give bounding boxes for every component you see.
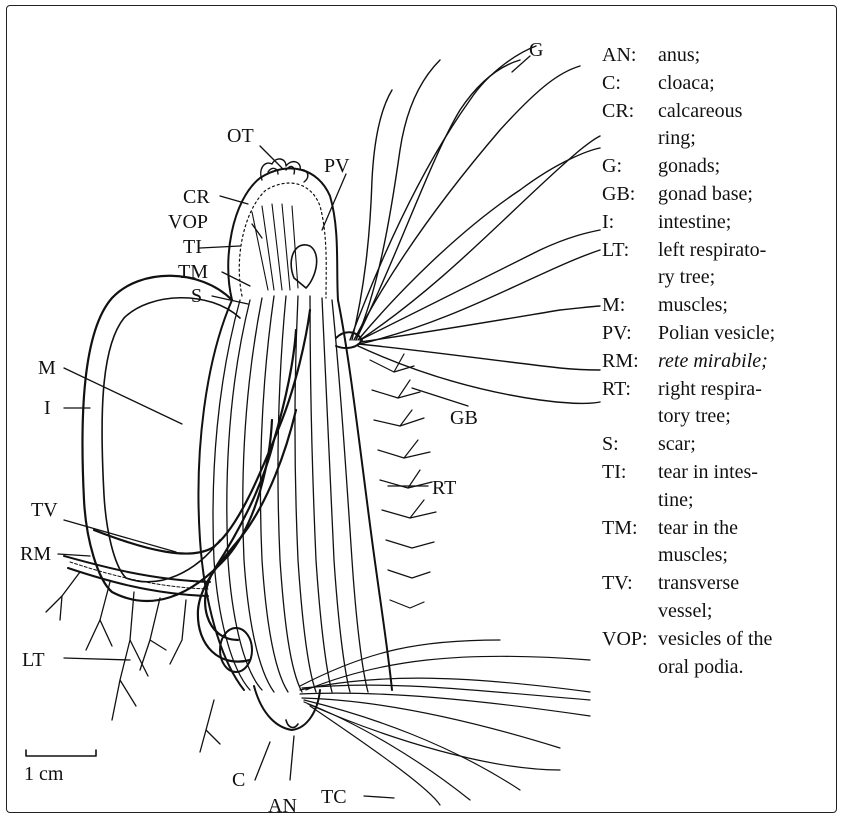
calcareous-ring-inner (239, 183, 326, 298)
label-pv: PV (324, 155, 350, 177)
legend-description: Polian vesicle; (658, 320, 776, 348)
legend-item: PV:Polian vesicle; (602, 320, 776, 348)
label-tv: TV (31, 499, 58, 521)
label-g: G (529, 39, 543, 61)
anus (286, 720, 298, 727)
scale-bar-label: 1 cm (24, 763, 64, 785)
legend-description: tear in intes-tine; (658, 459, 776, 515)
legend-abbreviation: CR: (602, 98, 658, 154)
legend-abbreviation: TI: (602, 459, 658, 515)
legend-abbreviation: AN: (602, 42, 658, 70)
legend-description: muscles; (658, 292, 776, 320)
legend-description: scar; (658, 431, 776, 459)
legend-abbreviation: TV: (602, 570, 658, 626)
legend-item: RM:rete mirabile; (602, 348, 776, 376)
legend-abbreviation: C: (602, 70, 658, 98)
legend-item: VOP:vesicles of the oral podia. (602, 626, 776, 682)
legend-item: TV:transverse vessel; (602, 570, 776, 626)
gonads (350, 46, 600, 403)
cloacal-tentacles (300, 640, 590, 805)
legend-description: rete mirabile; (658, 348, 776, 376)
label-c: C (232, 769, 245, 791)
legend-description: calcareous ring; (658, 98, 776, 154)
legend-abbreviation: G: (602, 153, 658, 181)
legend-description: transverse vessel; (658, 570, 776, 626)
rete-mirabile-edge (68, 568, 208, 596)
legend-description: anus; (658, 42, 776, 70)
legend-item: G:gonads; (602, 153, 776, 181)
label-m: M (38, 357, 56, 379)
label-cr: CR (183, 186, 210, 208)
legend-abbreviation: RT: (602, 376, 658, 432)
legend-item: LT:left respirato-ry tree; (602, 237, 776, 293)
legend-item: RT:right respira-tory tree; (602, 376, 776, 432)
legend-description: right respira-tory tree; (658, 376, 776, 432)
legend-abbreviation: VOP: (602, 626, 658, 682)
label-tc: TC (321, 786, 347, 808)
label-tm: TM (178, 261, 208, 283)
oral-tentacles (261, 159, 308, 182)
left-respiratory-tree (46, 572, 220, 752)
legend: AN:anus;C:cloaca;CR:calcareous ring;G:go… (602, 42, 776, 681)
label-i: I (44, 397, 51, 419)
legend-description: intestine; (658, 209, 776, 237)
label-s: S (191, 285, 202, 307)
legend-item: M:muscles; (602, 292, 776, 320)
legend-item: GB:gonad base; (602, 181, 776, 209)
legend-item: CR:calcareous ring; (602, 98, 776, 154)
label-vop: VOP (168, 211, 208, 233)
legend-item: TI:tear in intes-tine; (602, 459, 776, 515)
legend-description: gonads; (658, 153, 776, 181)
oral-podia-vesicles (252, 204, 298, 290)
legend-abbreviation: S: (602, 431, 658, 459)
legend-item: TM:tear in the muscles; (602, 515, 776, 571)
label-rm: RM (20, 543, 51, 565)
legend-item: C:cloaca; (602, 70, 776, 98)
label-lt: LT (22, 649, 45, 671)
legend-abbreviation: LT: (602, 237, 658, 293)
legend-description: vesicles of the oral podia. (658, 626, 776, 682)
legend-abbreviation: PV: (602, 320, 658, 348)
label-rt: RT (432, 477, 456, 499)
label-gb: GB (450, 407, 478, 429)
label-ti: TI (183, 236, 202, 258)
calcareous-ring (228, 168, 338, 300)
legend-description: gonad base; (658, 181, 776, 209)
intestine-inner (102, 298, 240, 582)
legend-abbreviation: TM: (602, 515, 658, 571)
legend-description: tear in the muscles; (658, 515, 776, 571)
legend-abbreviation: RM: (602, 348, 658, 376)
body-outline-right (338, 300, 392, 690)
legend-abbreviation: M: (602, 292, 658, 320)
muscle-bands (213, 296, 368, 692)
legend-abbreviation: GB: (602, 181, 658, 209)
legend-description: left respirato-ry tree; (658, 237, 776, 293)
legend-item: S:scar; (602, 431, 776, 459)
legend-abbreviation: I: (602, 209, 658, 237)
legend-item: I:intestine; (602, 209, 776, 237)
label-an: AN (268, 795, 297, 817)
legend-description: cloaca; (658, 70, 776, 98)
label-ot: OT (227, 125, 254, 147)
legend-item: AN:anus; (602, 42, 776, 70)
scale-bar (26, 750, 96, 756)
